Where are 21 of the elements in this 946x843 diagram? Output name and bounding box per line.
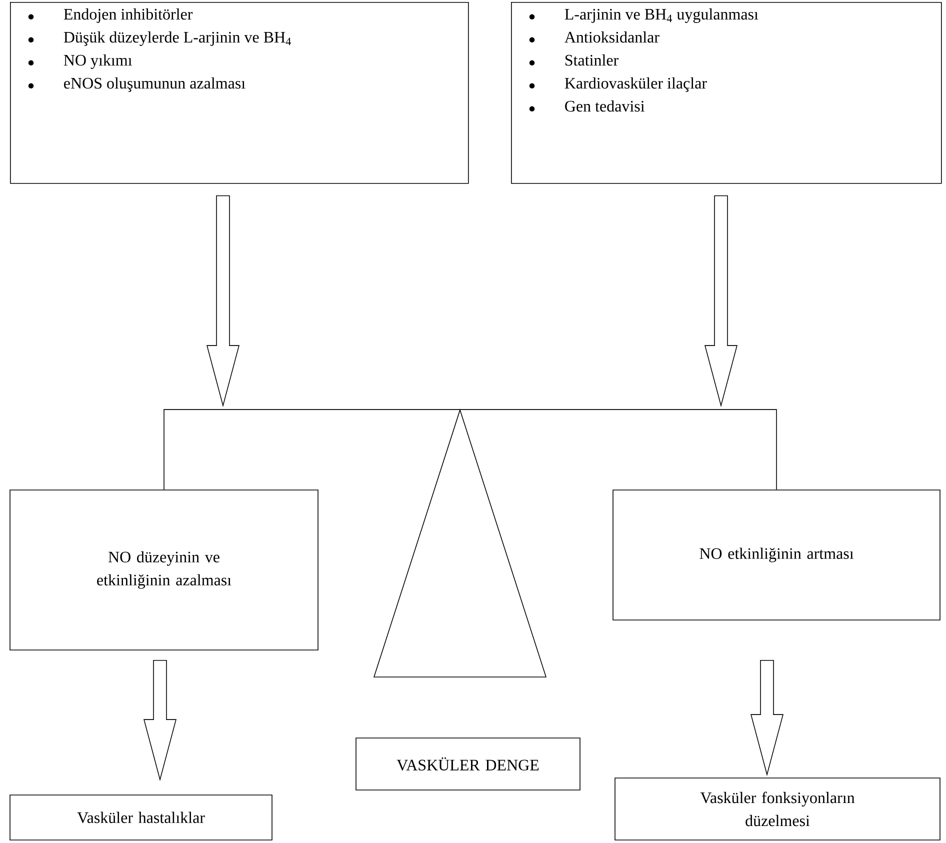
list-item: Endojen inhibitörler: [64, 8, 193, 23]
list-item: Antioksidanlar: [564, 31, 660, 43]
outcome-box: Vasküler fonksiyonların düzelmesi: [614, 778, 940, 840]
list-box: [511, 2, 942, 184]
block-arrow: [750, 660, 784, 776]
list-item: NO yıkımı: [64, 54, 132, 69]
list-item: Kardiovasküler ilaçlar: [564, 77, 707, 92]
result-box: NO etkinliğinin artması: [612, 490, 940, 620]
list-item: eNOS oluşumunun azalması: [64, 77, 246, 92]
list-item: Gen tedavisi: [565, 100, 644, 112]
balance-beam: [164, 409, 777, 490]
list-item: Düşük düzeylerde L-arjinin ve BH$_{4}$: [64, 31, 291, 46]
block-arrow: [704, 195, 738, 408]
result-box: NO düzeyinin ve etkinliğinin azalması: [10, 490, 318, 650]
block-arrow: [206, 195, 240, 408]
list-item: Statinler: [565, 54, 618, 66]
outcome-box: Vasküler hastalıklar: [10, 794, 272, 840]
label-box: VASKÜLER DENGE: [356, 738, 580, 790]
block-arrow: [143, 660, 177, 782]
list-box: [10, 2, 469, 184]
list-item: L-arjinin ve BH$_{4}$ uygulanması: [564, 8, 758, 23]
